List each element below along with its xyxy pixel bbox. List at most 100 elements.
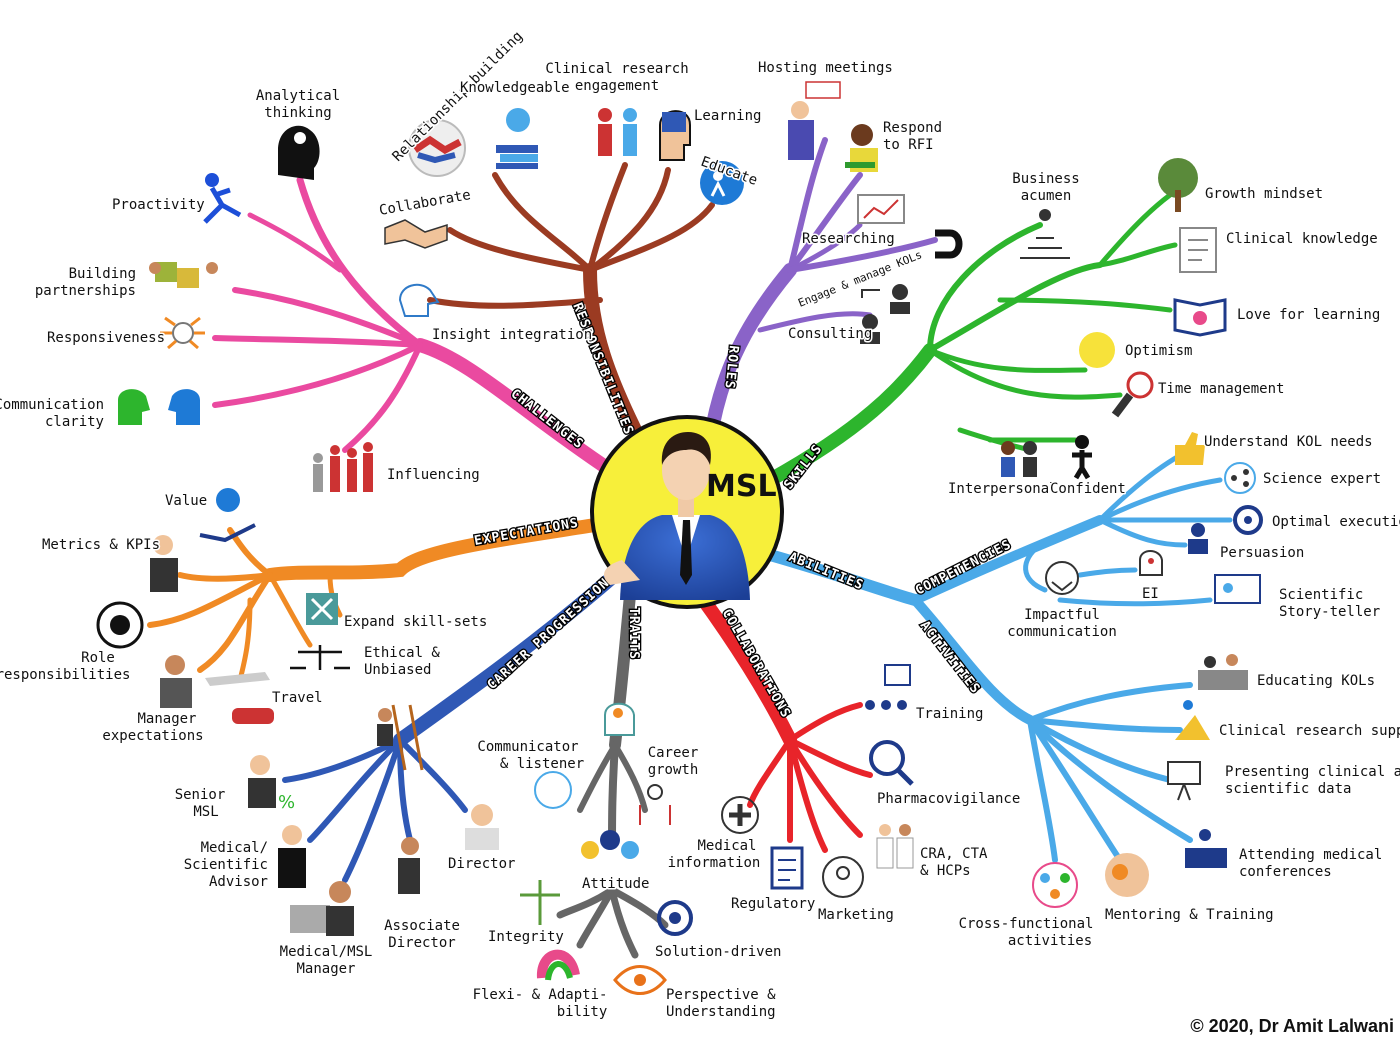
educating-people-icon: [1198, 654, 1248, 690]
center-node: MSL: [590, 415, 784, 609]
svg-text:%: %: [278, 792, 295, 813]
research-board-icon: [857, 194, 905, 224]
communication-heads-icon: [118, 389, 200, 425]
thumbs-up-icon: [1175, 432, 1205, 465]
label-science-expert: Science expert: [1263, 471, 1381, 487]
book-heart-icon: [1173, 298, 1227, 337]
label-clinical-knowledge: Clinical knowledge: [1226, 231, 1378, 247]
share-icon: [1224, 462, 1256, 494]
growth-person-icon: [639, 784, 671, 825]
head-heart-icon: [1139, 550, 1163, 576]
solution-gear-icon: [657, 900, 693, 936]
label-persuasion: Persuasion: [1220, 545, 1304, 561]
eye-icon: [613, 965, 667, 995]
label-clinical-research-support: Clinical research support: [1219, 723, 1400, 739]
label-ei: EI: [1142, 586, 1159, 602]
label-optimism: Optimism: [1125, 343, 1192, 359]
label-educating-kols: Educating KOLs: [1257, 673, 1375, 689]
lightbulb-books-icon: [496, 108, 538, 169]
alarm-clock-icon: [1111, 371, 1154, 418]
label-expand-skill-sets: Expand skill-sets: [344, 614, 487, 630]
conference-icon: [1185, 829, 1227, 868]
consulting-people-icon: [860, 284, 910, 344]
clipboard-icon: [1179, 227, 1217, 273]
label-pharmacovigilance: Pharmacovigilance: [877, 791, 1020, 807]
label-optimal-execution: Optimal execution: [1272, 514, 1400, 530]
slinky-icon: [536, 949, 580, 981]
branch-expectations: [147, 518, 602, 683]
label-flexibility: Flexi- & Adapti-bility: [473, 987, 608, 1020]
senior-msl-icon: %: [248, 755, 295, 813]
stairs-person-icon: [1020, 209, 1070, 259]
label-travel: Travel: [272, 690, 323, 706]
role-network-icon: [96, 601, 144, 649]
branch-label-roles: ROLES: [721, 345, 741, 390]
branch-abilities: [764, 447, 1233, 863]
label-consulting: Consulting: [788, 326, 872, 342]
label-integrity: Integrity: [488, 929, 564, 945]
label-knowledgeable: Knowledgeable: [460, 80, 570, 96]
label-solution-driven: Solution-driven: [655, 944, 781, 960]
center-title: MSL: [706, 469, 777, 504]
running-man-icon: [203, 173, 242, 224]
branch-label-expectations: EXPECTATIONS: [473, 516, 580, 549]
insight-head-icon: [398, 283, 440, 317]
attitude-heads-icon: [581, 830, 639, 859]
label-learning: Learning: [694, 108, 761, 124]
puzzle-people-icon: [149, 262, 218, 288]
branch-responsibilities: [427, 162, 715, 447]
persuasion-person-icon: [1188, 523, 1208, 554]
label-regulatory: Regulatory: [731, 896, 815, 912]
metrics-man-icon: [150, 535, 178, 592]
handshake-circle-icon: [408, 119, 466, 177]
branch-challenges: [212, 176, 617, 477]
branch-career: [282, 568, 622, 883]
brain-head-icon: [278, 125, 320, 180]
label-metrics-kpis: Metrics & KPIs: [42, 537, 160, 553]
meeting-man-icon: [788, 81, 841, 160]
scales-icon: [290, 645, 350, 670]
branch-label-activities: ACTIVITIES: [917, 618, 983, 697]
handshake-icon: [384, 219, 448, 249]
label-cra-cta-hcps: CRA, CTA& HCPs: [920, 846, 988, 879]
sun-icon: [1079, 332, 1115, 368]
label-understand-kol-needs: Understand KOL needs: [1204, 434, 1373, 450]
label-hosting-meetings: Hosting meetings: [758, 60, 893, 76]
advisor-woman-icon: [278, 825, 306, 888]
director-icon: [465, 804, 499, 850]
value-check-icon: [199, 488, 256, 543]
listener-icon: [534, 771, 572, 809]
label-collaborate: Collaborate: [378, 187, 472, 219]
label-mentoring-training: Mentoring & Training: [1105, 907, 1274, 923]
gear-head-icon: [604, 702, 635, 736]
marketing-icon: [822, 856, 864, 898]
label-responsiveness: Responsiveness: [47, 330, 165, 346]
label-communicator-listener: Communicator& listener: [477, 739, 584, 772]
label-influencing: Influencing: [387, 467, 480, 483]
checklist-icon: [770, 846, 804, 890]
presentation-board-icon: [1167, 761, 1201, 801]
responsive-person-icon: [160, 316, 205, 350]
ladder-man-icon: [377, 704, 424, 771]
mentoring-heads-icon: [1105, 853, 1149, 897]
doctors-icon: [876, 824, 914, 869]
interpersonal-people-icon: [1001, 441, 1037, 477]
branch-roles: [703, 137, 938, 447]
gear-icon: [1233, 505, 1263, 535]
copyright-notice: © 2020, Dr Amit Lalwani: [1190, 1016, 1394, 1036]
label-value: Value: [165, 493, 207, 509]
